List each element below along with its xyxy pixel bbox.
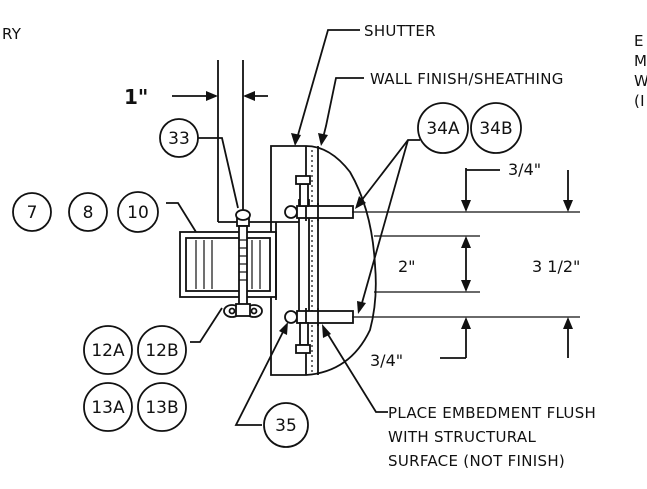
label-shutter: SHUTTER xyxy=(364,22,436,40)
through-bolt xyxy=(235,209,251,307)
fragment-top-left: RY xyxy=(2,25,22,43)
label-embedment-2: WITH STRUCTURAL xyxy=(388,428,536,446)
svg-text:13A: 13A xyxy=(91,398,125,418)
fragment-right-3: W xyxy=(634,72,647,90)
svg-text:2": 2" xyxy=(398,257,416,276)
callout-12a: 12A xyxy=(83,325,133,375)
dimension-one-inch: 1" xyxy=(124,85,268,109)
callout-10: 10 xyxy=(117,191,159,233)
svg-text:34B: 34B xyxy=(479,119,512,139)
callout-34b: 34B xyxy=(470,102,522,154)
leader-12 xyxy=(190,307,223,343)
callout-34a: 34A xyxy=(417,102,469,154)
dimension-three-quarter-bottom: 3/4" xyxy=(370,317,573,370)
leader-35 xyxy=(234,322,288,426)
fragment-right-1: E xyxy=(634,32,644,50)
svg-text:13B: 13B xyxy=(145,398,178,418)
svg-text:3/4": 3/4" xyxy=(370,351,403,370)
svg-text:34A: 34A xyxy=(426,119,460,139)
dimension-two-inch: 2" xyxy=(398,236,471,292)
label-wall-finish: WALL FINISH/SHEATHING xyxy=(370,70,564,88)
shutter-panel xyxy=(270,145,377,376)
dimension-three-quarter-top: 3/4" xyxy=(461,160,573,212)
leader-shutter xyxy=(291,29,360,146)
fragment-right-4: (I xyxy=(634,92,645,110)
callout-12b: 12B xyxy=(137,325,187,375)
svg-text:7: 7 xyxy=(27,203,38,223)
svg-text:12B: 12B xyxy=(145,341,178,361)
dimension-three-and-half: 3 1/2" xyxy=(532,257,580,276)
callout-33: 33 xyxy=(159,118,199,158)
leader-33 xyxy=(198,137,239,209)
svg-text:3/4": 3/4" xyxy=(508,160,541,179)
svg-text:8: 8 xyxy=(83,203,94,223)
leader-7-8-10 xyxy=(166,202,197,233)
leader-wall-finish xyxy=(318,77,364,146)
svg-text:10: 10 xyxy=(127,203,149,223)
svg-text:35: 35 xyxy=(275,416,297,436)
callout-35: 35 xyxy=(263,402,309,448)
svg-text:33: 33 xyxy=(168,129,190,149)
label-embedment-1: PLACE EMBEDMENT FLUSH xyxy=(388,404,596,422)
leader-34 xyxy=(355,139,420,314)
label-embedment-3: SURFACE (NOT FINISH) xyxy=(388,452,565,470)
svg-text:12A: 12A xyxy=(91,341,125,361)
mounting-tube xyxy=(179,221,299,300)
svg-text:1": 1" xyxy=(124,85,148,109)
callout-8: 8 xyxy=(68,192,108,232)
embedment-anchor-bottom xyxy=(284,308,354,354)
leader-embedment xyxy=(322,324,388,413)
callout-13a: 13A xyxy=(83,382,133,432)
wing-nut xyxy=(223,303,263,318)
svg-text:3 1/2": 3 1/2" xyxy=(532,257,580,276)
callout-13b: 13B xyxy=(137,382,187,432)
callout-7: 7 xyxy=(12,192,52,232)
header-post xyxy=(217,60,244,222)
fragment-right-2: M xyxy=(634,52,647,70)
embedment-anchor-top xyxy=(284,175,354,221)
